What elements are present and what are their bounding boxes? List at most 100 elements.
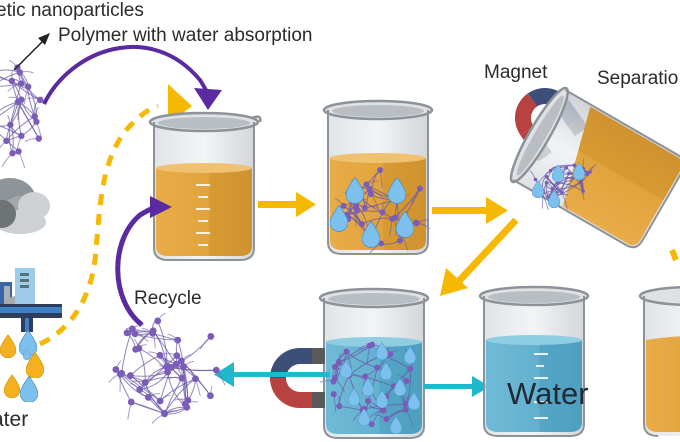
magnetic-nanoparticle (167, 364, 175, 371)
magnetic-nanoparticle (403, 377, 410, 384)
beaker-release (318, 287, 430, 439)
magnetic-nanoparticle (161, 410, 169, 418)
magnetic-nanoparticle (7, 121, 14, 128)
magnetic-nanoparticle (112, 366, 120, 373)
magnetic-nanoparticle (18, 132, 25, 140)
magnetic-nanoparticle (177, 357, 185, 365)
label-water-beaker: Water (507, 376, 589, 411)
magnetic-nanoparticle (377, 167, 384, 174)
magnetic-nanoparticle (330, 391, 337, 398)
magnetic-nanoparticle (383, 415, 390, 422)
polymer-add-arrow (42, 44, 210, 105)
magnetic-nanoparticle (417, 185, 424, 192)
polymer-network-top (0, 60, 44, 169)
recycle-arrowhead (150, 196, 172, 218)
magnetic-nanoparticle (369, 341, 376, 348)
flow-arrow-1 (258, 192, 316, 217)
magnetic-nanoparticle (564, 165, 569, 170)
magnetic-nanoparticle (33, 118, 40, 125)
magnetic-nanoparticle (340, 202, 347, 209)
magnetic-nanoparticle (206, 392, 214, 400)
magnetic-nanoparticle (135, 344, 143, 352)
label-polymer: Polymer with water absorption (58, 25, 313, 46)
separated-polymer-cluster (529, 158, 598, 211)
magnetic-nanoparticle (123, 329, 131, 337)
magnetic-nanoparticle (141, 379, 149, 386)
flow-arrow-2 (432, 197, 508, 224)
magnetic-nanoparticle (144, 393, 152, 401)
magnetic-nanoparticle (413, 220, 420, 227)
magnetic-nanoparticle (128, 325, 136, 333)
magnetic-nanoparticle (361, 204, 368, 211)
magnetic-nanoparticle (183, 403, 191, 411)
polymer-strand (139, 355, 178, 390)
magnetic-nanoparticle (16, 69, 23, 76)
magnetic-nanoparticle (164, 368, 171, 376)
magnetic-nanoparticle (336, 403, 343, 410)
magnetic-nanoparticle (178, 374, 186, 382)
beaker-absorption (322, 99, 434, 255)
magnetic-nanoparticle (368, 191, 375, 198)
polymer-strand (121, 328, 133, 374)
beaker-separation (509, 86, 680, 249)
polymer-strand (552, 181, 581, 190)
magnetic-nanoparticle (136, 386, 144, 393)
magnetic-nanoparticle (585, 172, 590, 177)
magnetic-nanoparticle (380, 407, 387, 414)
magnetic-nanoparticle (544, 180, 549, 185)
magnetic-nanoparticle (3, 137, 10, 145)
magnetic-nanoparticle (18, 96, 25, 103)
wastewater-flow-arrow (38, 103, 159, 347)
label-magnet: Magnet (484, 62, 548, 83)
magnetic-nanoparticle (118, 369, 126, 377)
magnetic-nanoparticle (172, 360, 180, 368)
magnetic-nanoparticle (35, 135, 43, 142)
magnetic-nanoparticle (36, 96, 44, 104)
magnetic-nanoparticle (127, 398, 135, 406)
flow-arrow-4 (669, 248, 679, 262)
magnetic-nanoparticle (15, 148, 22, 155)
magnetic-nanoparticle (127, 372, 134, 379)
label-wastewater: ater (0, 408, 29, 431)
magnetic-nanoparticle (560, 190, 564, 195)
magnetic-nanoparticle (353, 204, 360, 211)
magnetic-nanoparticle (156, 397, 164, 405)
magnetic-nanoparticle (368, 421, 375, 428)
pointer-arrow-icon (13, 33, 50, 71)
magnetic-nanoparticle (180, 363, 187, 371)
label-separation: Separatio (597, 68, 679, 89)
magnetic-nanoparticle (396, 237, 403, 244)
magnetic-nanoparticle (156, 351, 164, 359)
magnetic-nanoparticle (389, 215, 396, 222)
beaker-water (478, 285, 590, 437)
magnetic-nanoparticle (402, 401, 409, 408)
magnetic-nanoparticle (588, 170, 592, 174)
flow-arrow-3 (440, 217, 519, 296)
magnetic-nanoparticle (207, 333, 215, 340)
magnetic-nanoparticle (24, 83, 32, 90)
magnetic-nanoparticle (336, 360, 343, 367)
magnetic-nanoparticle (9, 150, 16, 157)
wastewater-droplets (0, 330, 44, 402)
magnetic-nanoparticle (533, 177, 538, 182)
magnetic-nanoparticle (331, 363, 338, 370)
magnetic-nanoparticle (402, 406, 409, 413)
magnetic-nanoparticle (379, 209, 386, 216)
magnetic-nanoparticle (581, 189, 585, 194)
label-magnetic-nanoparticles: etic nanoparticles (0, 0, 144, 21)
magnetic-nanoparticle (567, 171, 571, 176)
magnetic-nanoparticle (366, 186, 373, 193)
magnetic-nanoparticle (192, 375, 199, 383)
polymer-strand (144, 366, 184, 383)
magnetic-nanoparticle (365, 397, 372, 404)
magnetic-nanoparticle (387, 351, 394, 358)
polymer-strand (164, 378, 196, 414)
polymer-network-recycled (108, 312, 226, 424)
label-recycle: Recycle (134, 288, 202, 309)
magnetic-nanoparticle (173, 352, 181, 360)
magnetic-nanoparticle (544, 174, 549, 179)
polymer-recover-arrow (214, 362, 330, 387)
magnetic-nanoparticle (154, 317, 162, 325)
factory-icon (0, 178, 62, 332)
